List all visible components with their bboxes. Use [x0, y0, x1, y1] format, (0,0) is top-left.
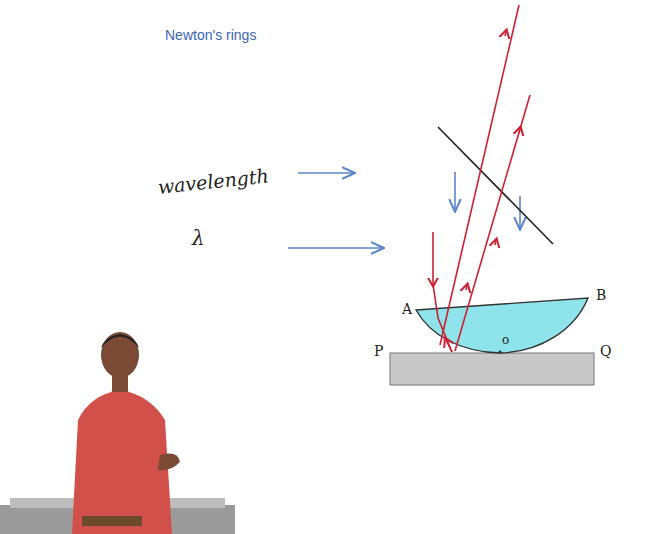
- flat-plate: [390, 353, 594, 385]
- light-ray: [433, 5, 530, 352]
- point-label: A: [402, 302, 412, 316]
- wavelength-label: wavelength: [157, 166, 270, 197]
- contact-point: [499, 351, 502, 354]
- lecturer: [0, 332, 235, 534]
- light-arrow: [288, 172, 520, 248]
- point-label: P: [374, 344, 383, 358]
- point-label: B: [596, 288, 606, 302]
- point-label: Q: [600, 344, 611, 358]
- point-label: o: [502, 334, 509, 346]
- symbol-label: λ: [192, 228, 205, 248]
- glass-plate: [438, 127, 553, 244]
- slide-title: Newton's rings: [165, 28, 256, 42]
